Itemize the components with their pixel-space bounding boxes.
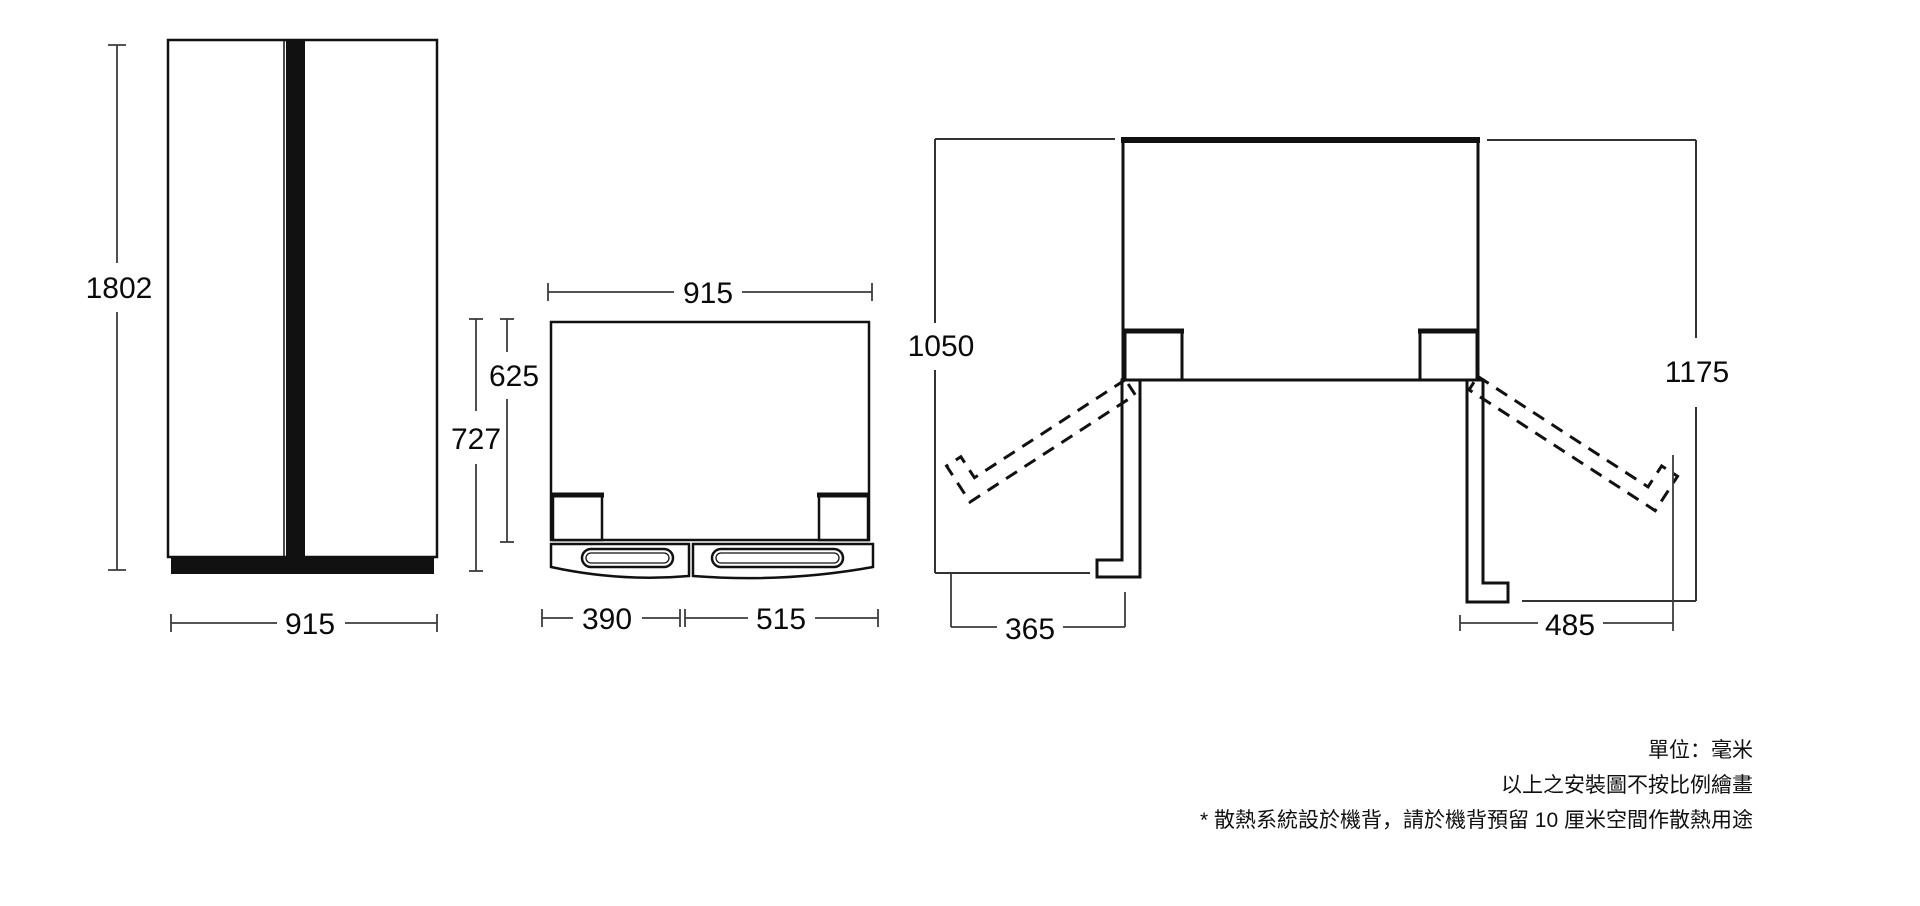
dim-top-right-door-label: 515 bbox=[756, 603, 806, 636]
dim-top-depth-total bbox=[469, 318, 483, 572]
front-view: 1802 915 bbox=[86, 38, 439, 641]
dim-top-depth-cabinet bbox=[500, 318, 514, 543]
dim-top-depth-cabinet-label: 625 bbox=[489, 360, 539, 393]
install-left-hinge bbox=[1123, 328, 1184, 382]
top-left-door-handle bbox=[580, 547, 675, 569]
dim-top-left-door-label: 390 bbox=[582, 603, 632, 636]
dim-install-left-clearance bbox=[950, 573, 1126, 628]
front-base-plinth bbox=[171, 557, 434, 574]
install-left-door-swing-dashed bbox=[944, 377, 1138, 505]
installation-view: 1050 1175 365 485 bbox=[908, 137, 1730, 646]
footnote-rear-clearance: * 散熱系統設於機背，請於機背預留 10 厘米空間作散熱用途 bbox=[1199, 809, 1753, 832]
dim-install-right-clearance bbox=[1459, 455, 1674, 631]
top-cabinet-outline bbox=[549, 320, 871, 542]
footnotes: 單位：毫米 以上之安裝圖不按比例繪畫 * 散熱系統設於機背，請於機背預留 10 … bbox=[1200, 733, 1753, 838]
dim-front-height bbox=[108, 44, 126, 571]
dim-install-left-clearance-label: 365 bbox=[1005, 613, 1055, 646]
top-right-door-handle-inner bbox=[715, 552, 840, 564]
footnote-not-to-scale: 以上之安裝圖不按比例繪畫 bbox=[1501, 774, 1753, 797]
dim-install-right-clearance-label: 485 bbox=[1545, 609, 1595, 642]
dim-top-left-door bbox=[541, 609, 681, 627]
top-right-hinge bbox=[817, 492, 870, 542]
dim-front-height-label: 1802 bbox=[86, 272, 153, 305]
install-left-door-open-90 bbox=[1095, 378, 1142, 579]
top-left-hinge bbox=[551, 492, 604, 542]
dim-install-left-depth bbox=[934, 138, 1115, 574]
dim-top-depth-total-label: 727 bbox=[451, 423, 501, 456]
dim-front-width bbox=[170, 614, 438, 632]
dim-front-width-label: 915 bbox=[285, 608, 335, 641]
dim-install-right-depth bbox=[1487, 139, 1697, 602]
install-right-hinge bbox=[1418, 328, 1479, 382]
install-right-door-open-90 bbox=[1465, 378, 1510, 604]
dim-top-width bbox=[547, 283, 873, 301]
footnote-units: 單位：毫米 bbox=[1648, 739, 1753, 762]
front-center-mullion bbox=[286, 41, 305, 557]
install-right-door-swing-dashed bbox=[1466, 374, 1680, 513]
dim-install-right-depth-label: 1175 bbox=[1665, 356, 1730, 389]
top-right-door-handle bbox=[710, 547, 845, 569]
dim-install-left-depth-label: 1050 bbox=[908, 330, 975, 363]
top-view: 915 625 727 390 515 bbox=[451, 277, 879, 636]
top-left-door-handle-inner bbox=[585, 552, 670, 564]
dim-top-width-label: 915 bbox=[683, 277, 733, 310]
dim-top-right-door bbox=[684, 609, 879, 627]
